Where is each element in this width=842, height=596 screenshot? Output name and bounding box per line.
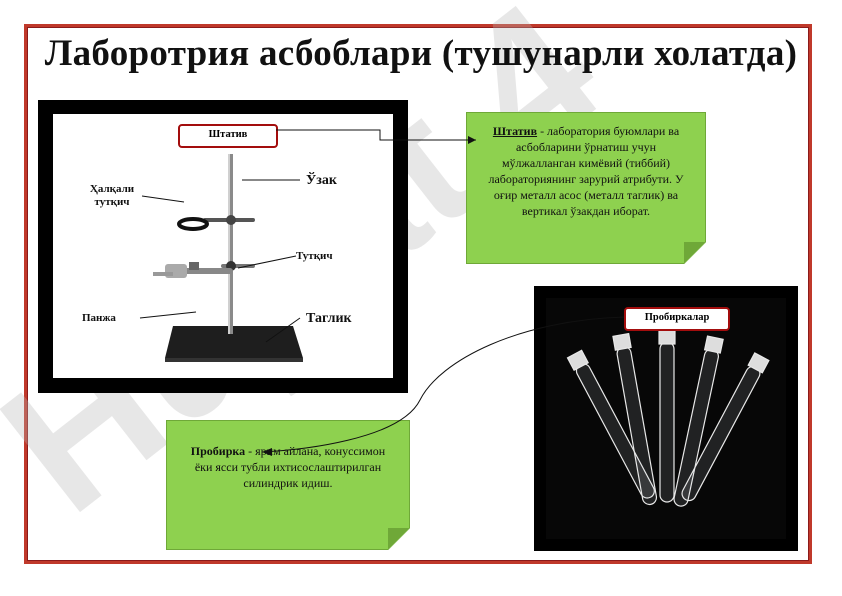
page-title: Лаборотрия асбоблари (тушунарли холатда) <box>44 33 798 74</box>
stand-description-note: Штатив - лаборатория буюмлари ва асбобла… <box>466 112 706 264</box>
note-fold-shadow <box>388 528 410 550</box>
label-claw: Панжа <box>82 312 116 324</box>
stand-header-label: Штатив <box>178 124 278 148</box>
stand-definition: - лаборатория буюмлари ва асбобларини ўр… <box>488 124 684 218</box>
label-clamp-holder: Тутқич <box>296 250 333 262</box>
lab-stand-illustration <box>153 154 303 362</box>
stand-image <box>53 114 393 378</box>
label-ring-holder: Ҳалқали тутқич <box>89 183 135 208</box>
stand-term: Штатив <box>492 124 538 138</box>
tube-definition: - ярим айлана, конуссимон ёки ясси тубли… <box>194 444 386 490</box>
label-rod: Ўзак <box>306 173 337 188</box>
label-base: Таглик <box>306 311 352 326</box>
tubes-header-label: Пробиркалар <box>624 307 730 331</box>
tube-term: Пробирка <box>190 444 246 458</box>
stand-image-panel <box>38 100 408 393</box>
tube-description-note: Пробирка - ярим айлана, конуссимон ёки я… <box>166 420 410 550</box>
tubes-image <box>546 298 786 539</box>
test-tubes-illustration <box>566 329 770 507</box>
note-fold-shadow <box>684 242 706 264</box>
page-frame <box>24 24 812 564</box>
